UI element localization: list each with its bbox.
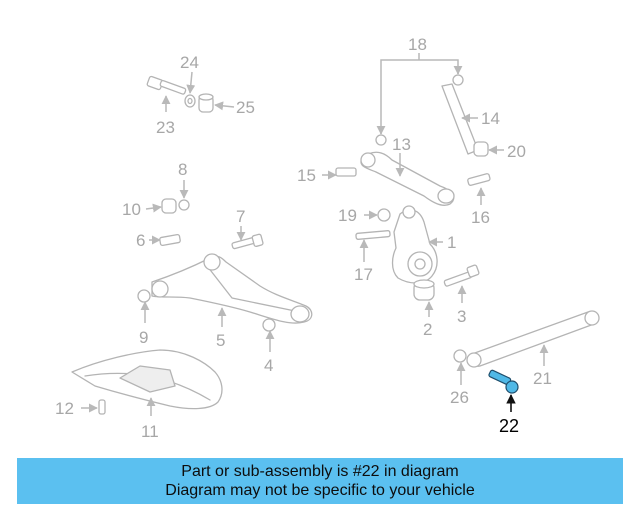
callout-14: 14 bbox=[481, 109, 500, 128]
callout-15: 15 bbox=[297, 166, 316, 185]
callout-7: 7 bbox=[236, 207, 245, 226]
part-6-bolt bbox=[159, 233, 181, 247]
part-2-bushing bbox=[413, 279, 435, 301]
part-20-bushing bbox=[473, 141, 489, 157]
part-16-bolt bbox=[467, 173, 491, 186]
callout-23: 23 bbox=[156, 118, 175, 137]
part-14-link bbox=[441, 83, 479, 155]
part-17-bolt bbox=[355, 230, 391, 240]
part-15-bolt bbox=[335, 167, 357, 177]
callout-6: 6 bbox=[136, 231, 145, 250]
part-3-bolt bbox=[443, 264, 480, 287]
banner-disclaimer-line: Diagram may not be specific to your vehi… bbox=[165, 482, 475, 499]
callout-10: 10 bbox=[122, 200, 141, 219]
callout-1: 1 bbox=[447, 233, 456, 252]
callout-11: 11 bbox=[141, 422, 159, 441]
callout-5: 5 bbox=[216, 331, 225, 350]
part-19-nut bbox=[377, 208, 391, 222]
part-26-nut bbox=[453, 349, 467, 363]
part-13-upper-arm bbox=[360, 151, 455, 206]
part-25-bushing bbox=[198, 93, 214, 113]
part-24-washer bbox=[184, 94, 196, 108]
callout-8: 8 bbox=[178, 160, 187, 179]
part-22-bolt-highlighted bbox=[488, 369, 519, 394]
part-12-clip bbox=[98, 399, 106, 415]
part-7-bolt bbox=[231, 233, 264, 250]
part-18-bolts bbox=[375, 74, 464, 146]
part-23-bolt bbox=[146, 75, 187, 95]
callout-13: 13 bbox=[392, 135, 411, 154]
callout-18: 18 bbox=[408, 35, 427, 54]
callout-17: 17 bbox=[354, 265, 373, 284]
part-11-shield bbox=[71, 349, 223, 410]
leader-lines bbox=[81, 53, 549, 416]
part-5-control-arm bbox=[151, 253, 313, 324]
callout-2: 2 bbox=[423, 320, 432, 339]
part-8-nut bbox=[178, 199, 190, 211]
part-9-nut bbox=[137, 289, 151, 303]
callout-16: 16 bbox=[471, 208, 490, 227]
callout-19: 19 bbox=[338, 206, 357, 225]
banner-part-line: Part or sub-assembly is #22 in diagram bbox=[181, 463, 459, 480]
callout-26: 26 bbox=[450, 388, 469, 407]
callout-22: 22 bbox=[499, 416, 519, 436]
part-10-bushing bbox=[161, 198, 177, 214]
info-banner: Part or sub-assembly is #22 in diagram D… bbox=[17, 458, 623, 504]
part-4-nut bbox=[262, 318, 276, 332]
callout-3: 3 bbox=[457, 307, 466, 326]
callout-24: 24 bbox=[180, 53, 199, 72]
callout-25: 25 bbox=[236, 98, 255, 117]
part-21-link bbox=[466, 310, 600, 368]
part-1-knuckle bbox=[391, 205, 438, 284]
callout-12: 12 bbox=[55, 399, 74, 418]
callout-20: 20 bbox=[507, 142, 526, 161]
callout-9: 9 bbox=[139, 328, 148, 347]
callout-4: 4 bbox=[264, 356, 273, 375]
callout-21: 21 bbox=[533, 369, 552, 388]
